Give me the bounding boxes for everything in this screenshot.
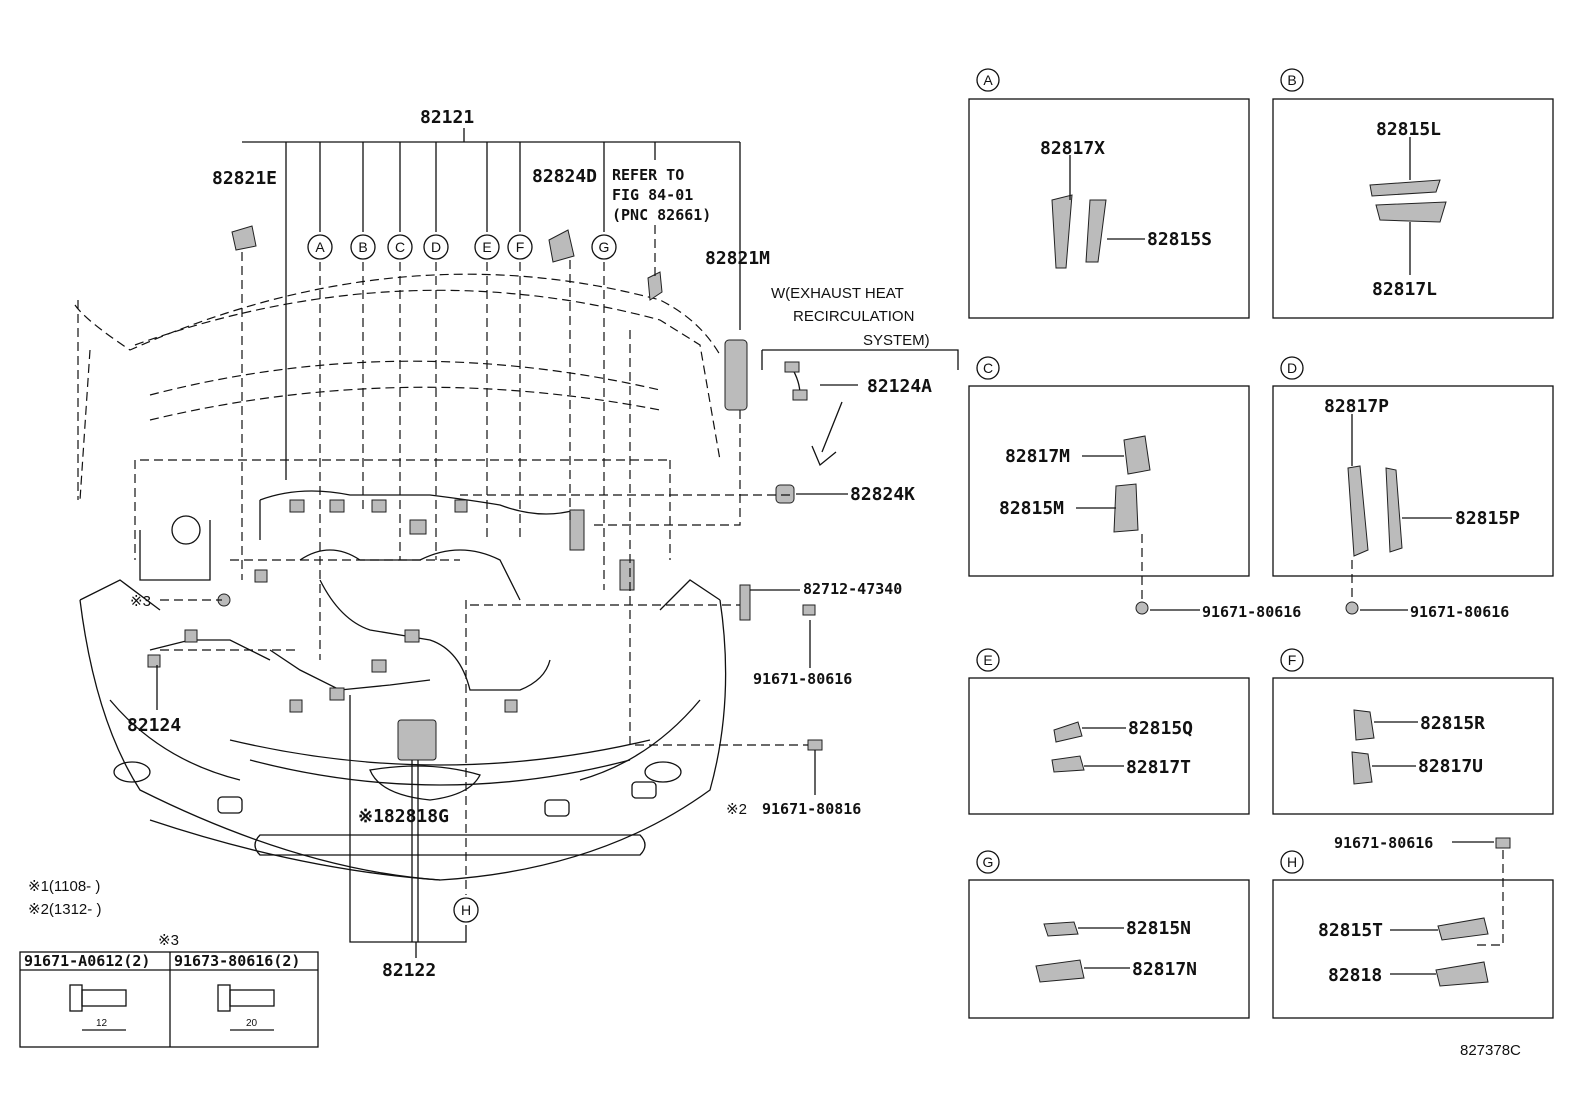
part-82817n: 82817N (1132, 959, 1197, 980)
bolt-91671-80816: 91671-80816 (762, 800, 861, 818)
part-82815t: 82815T (1318, 920, 1383, 941)
detail-e-label: E (983, 652, 992, 668)
callout-f (507, 234, 533, 260)
note-1: ※1(1108- ) (28, 878, 100, 895)
callout-c-label: C (395, 239, 405, 255)
callout-a-label: A (315, 239, 325, 255)
w-line3: SYSTEM) (863, 332, 930, 349)
bolt-91671-80616-main: 91671-80616 (753, 670, 852, 688)
detail-g: G 82815N 82817N (968, 850, 1250, 1019)
detail-b-label: B (1287, 72, 1296, 88)
detail-f: F 82815R 82817U (1272, 648, 1554, 815)
part-82817t: 82817T (1126, 757, 1191, 778)
part-82821e: 82821E (212, 168, 277, 189)
part-82818: 82818 (1328, 965, 1382, 986)
table-col-2: 91673-80616(2) (174, 952, 300, 970)
callout-e-label: E (482, 239, 491, 255)
part-82817x: 82817X (1040, 138, 1105, 159)
bolt-c: 91671-80616 (1202, 603, 1301, 621)
part-82817p: 82817P (1324, 396, 1389, 417)
part-82815n: 82815N (1126, 918, 1191, 939)
detail-g-label: G (983, 854, 994, 870)
detail-h: H 91671-80616 82815T 82818 (1272, 834, 1554, 1019)
mark-2: ※2 (726, 801, 747, 818)
detail-d: D 82817P 82815P 91671-80616 (1272, 356, 1554, 621)
detail-a: A 82817X 82815S (968, 68, 1250, 319)
part-82824k: 82824K (850, 484, 915, 505)
callout-d-label: D (431, 239, 441, 255)
leader-lines (156, 128, 959, 958)
part-82815r: 82815R (1420, 713, 1485, 734)
part-82121: 82121 (420, 107, 474, 128)
callout-h-label: H (461, 902, 471, 918)
callout-g (591, 234, 617, 260)
detail-b: B 82815L 82817L (1272, 68, 1554, 319)
part-82815p: 82815P (1455, 508, 1520, 529)
engine-harness (147, 225, 843, 761)
vehicle-outline (74, 273, 727, 881)
callout-e (474, 234, 500, 260)
part-82712-47340: 82712-47340 (803, 580, 902, 598)
refer-line2: FIG 84-01 (612, 186, 693, 204)
callout-c (387, 234, 413, 260)
part-82817m: 82817M (1005, 446, 1070, 467)
detail-d-label: D (1287, 360, 1297, 376)
table-title: ※3 (158, 932, 179, 949)
callout-b (350, 234, 376, 260)
table-col-1: 91671-A0612(2) (24, 952, 150, 970)
part-82817l: 82817L (1372, 279, 1437, 300)
callout-g-label: G (599, 239, 610, 255)
detail-a-label: A (983, 72, 993, 88)
part-82815m: 82815M (999, 498, 1064, 519)
part-82817u: 82817U (1418, 756, 1483, 777)
mark-3: ※3 (130, 593, 151, 610)
w-line2: RECIRCULATION (793, 308, 914, 325)
part-82124a: 82124A (867, 376, 932, 397)
callout-b-label: B (358, 239, 367, 255)
callout-f-label: F (516, 239, 525, 255)
detail-f-label: F (1288, 652, 1297, 668)
main-labels: 82121 82821E 82824D REFER TO FIG 84-01 (… (127, 107, 932, 981)
part-82815s: 82815S (1147, 229, 1212, 250)
part-82815l: 82815L (1376, 119, 1441, 140)
notes-table: ※1(1108- ) ※2(1312- ) ※3 91671-A0612(2) … (19, 878, 319, 1048)
part-82818g: ※182818G (358, 806, 449, 827)
dim-20: 20 (246, 1018, 258, 1029)
part-82821m: 82821M (705, 248, 770, 269)
bolt-d: 91671-80616 (1410, 603, 1509, 621)
part-82122: 82122 (382, 960, 436, 981)
detail-e: E 82815Q 82817T (968, 648, 1250, 815)
dim-12: 12 (96, 1018, 108, 1029)
refer-line3: (PNC 82661) (612, 206, 711, 224)
callout-h (453, 897, 479, 923)
callout-a (307, 234, 333, 260)
w-line1: W(EXHAUST HEAT (771, 285, 904, 302)
part-82815q: 82815Q (1128, 718, 1193, 739)
figure-id: 827378C (1460, 1042, 1521, 1059)
bolt-h: 91671-80616 (1334, 834, 1433, 852)
refer-line1: REFER TO (612, 166, 684, 184)
detail-c: C 82817M 82815M 91671-80616 (968, 356, 1301, 621)
part-82124: 82124 (127, 715, 181, 736)
part-82824d: 82824D (532, 166, 597, 187)
detail-c-label: C (983, 360, 993, 376)
callout-circles: A B C D E F G H (307, 234, 617, 923)
detail-h-label: H (1287, 854, 1297, 870)
callout-d (423, 234, 449, 260)
note-2: ※2(1312- ) (28, 901, 101, 918)
